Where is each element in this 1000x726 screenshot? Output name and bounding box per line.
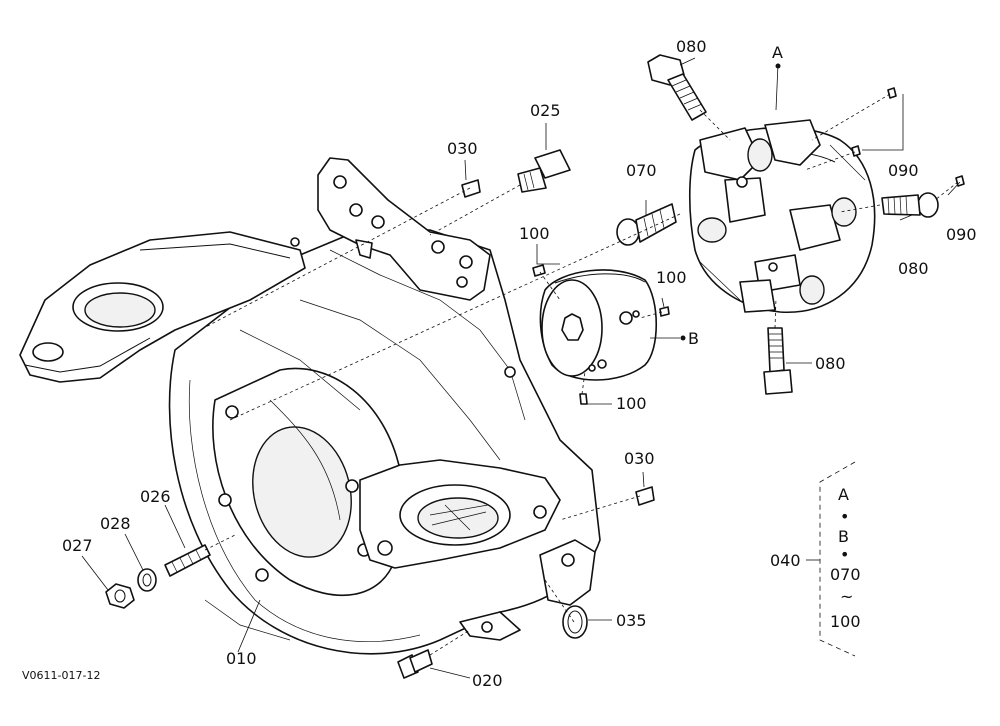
- label-030-right: 030: [624, 449, 655, 468]
- marker-a: A: [772, 43, 783, 62]
- pin-030-top: [461, 179, 481, 198]
- oring-035: [562, 605, 588, 639]
- screw-090-a: [887, 87, 897, 99]
- marker-b: B: [688, 329, 699, 348]
- label-100-top: 100: [519, 224, 550, 243]
- assembly-lines: [199, 93, 959, 656]
- bolt-080-top: [647, 54, 707, 121]
- kit-item-a: A: [838, 485, 849, 504]
- pin-100-top: [532, 264, 546, 277]
- bolt-080-bottom: [763, 327, 793, 395]
- kit-bracket: [819, 461, 856, 657]
- bolt-080-mid: [881, 192, 939, 218]
- bolt-070: [616, 203, 677, 246]
- kit-contents: A • B • 070 ~ 100: [830, 485, 861, 631]
- label-028: 028: [100, 514, 131, 533]
- kit-item-b: B: [838, 527, 849, 546]
- stud-026: [164, 544, 211, 577]
- label-080-mid: 080: [898, 259, 929, 278]
- part-labels: 080 A 090 090 080 080 070 025 030 100 10…: [62, 37, 977, 690]
- flywheel-housing: [19, 157, 601, 655]
- label-090-a: 090: [888, 161, 919, 180]
- pin-100-bottom: [579, 393, 588, 405]
- plug-020: [397, 649, 433, 679]
- label-040: 040: [770, 551, 801, 570]
- label-100-mid: 100: [656, 268, 687, 287]
- label-030-top: 030: [447, 139, 478, 158]
- kit-dot-1: •: [840, 507, 849, 526]
- coupling-a: [688, 119, 876, 313]
- kit-range: ~: [840, 587, 853, 606]
- label-090-b: 090: [946, 225, 977, 244]
- hub-b: [539, 269, 658, 381]
- kit-item-100: 100: [830, 612, 861, 631]
- pin-030-right: [635, 486, 655, 506]
- diagram-code: V0611-017-12: [22, 669, 100, 682]
- pin-100-mid: [659, 306, 670, 317]
- label-020: 020: [472, 671, 503, 690]
- label-025: 025: [530, 101, 561, 120]
- label-100-bottom: 100: [616, 394, 647, 413]
- label-070: 070: [626, 161, 657, 180]
- nut-027: [105, 583, 135, 609]
- label-leaders: [81, 57, 961, 679]
- screw-090-b: [851, 145, 861, 157]
- label-010: 010: [226, 649, 257, 668]
- plug-025: [517, 149, 571, 193]
- washer-028: [137, 568, 157, 592]
- label-080-bottom: 080: [815, 354, 846, 373]
- label-027: 027: [62, 536, 93, 555]
- screw-090-c: [955, 175, 965, 187]
- kit-item-070: 070: [830, 565, 861, 584]
- label-080-top: 080: [676, 37, 707, 56]
- label-035: 035: [616, 611, 647, 630]
- kit-dot-2: •: [840, 545, 849, 564]
- label-026: 026: [140, 487, 171, 506]
